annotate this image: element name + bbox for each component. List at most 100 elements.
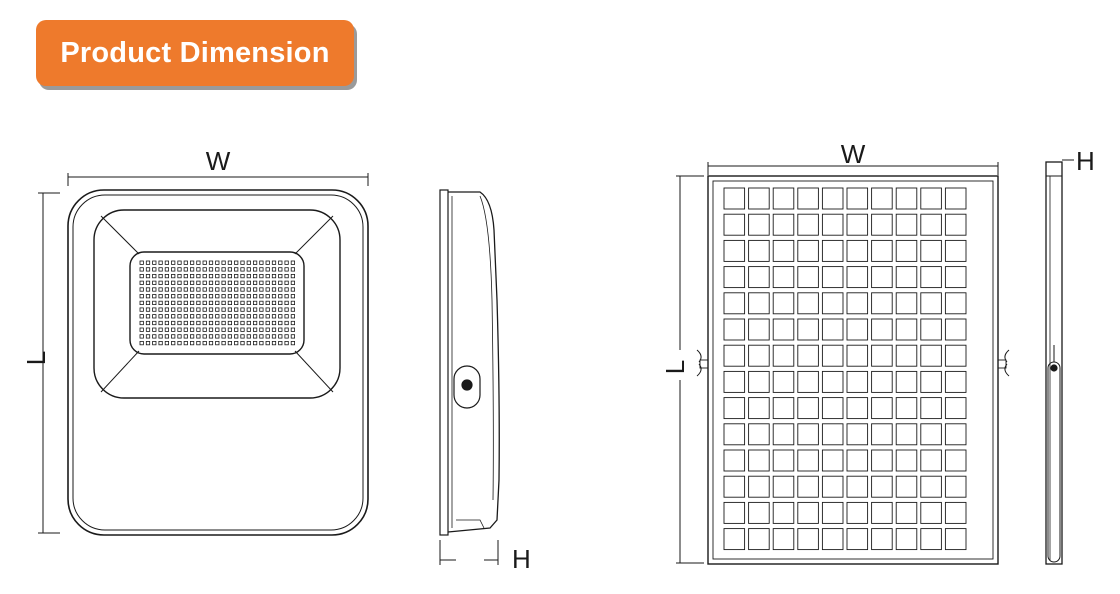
- led-chip: [215, 334, 220, 339]
- led-chip: [208, 314, 214, 319]
- led-chip: [164, 327, 169, 332]
- led-chip: [177, 300, 182, 306]
- led-chip: [208, 280, 214, 285]
- led-chip: [171, 300, 176, 306]
- led-chip: [278, 280, 283, 285]
- solar-cell: [846, 528, 869, 551]
- led-chip: [215, 340, 220, 346]
- solar-cell: [797, 213, 819, 236]
- led-chip: [145, 300, 151, 306]
- led-chip: [189, 280, 195, 285]
- led-chip: [240, 260, 245, 265]
- solar-cell: [748, 397, 770, 420]
- led-chip: [171, 340, 176, 346]
- led-chip: [221, 307, 226, 312]
- led-chip: [252, 300, 258, 306]
- led-chip: [196, 273, 201, 279]
- led-chip: [164, 294, 169, 299]
- led-chip: [183, 334, 188, 339]
- led-chip: [202, 327, 207, 332]
- solar-cell: [748, 213, 770, 236]
- solar-cell: [797, 501, 819, 524]
- solar-cell: [895, 344, 918, 367]
- solar-cell: [846, 397, 869, 420]
- led-chip: [234, 334, 239, 339]
- led-chip: [196, 307, 201, 312]
- solar-cell: [944, 370, 967, 393]
- led-chip: [240, 280, 245, 285]
- solar-cell: [920, 292, 942, 315]
- led-chip: [158, 334, 163, 339]
- led-chip: [252, 287, 258, 292]
- led-chip: [259, 314, 264, 319]
- led-chip: [271, 307, 277, 312]
- led-chip: [208, 267, 214, 272]
- led-chip: [139, 260, 144, 265]
- solar-cell: [920, 318, 942, 341]
- led-chip: [152, 294, 157, 299]
- led-chip: [145, 307, 151, 312]
- solar-cell: [748, 344, 770, 367]
- led-chip: [221, 267, 226, 272]
- led-chip: [221, 340, 226, 346]
- led-chip: [259, 267, 264, 272]
- led-chip: [215, 287, 220, 292]
- led-chip: [259, 260, 264, 265]
- solar-cell: [895, 370, 918, 393]
- led-chip: [215, 300, 220, 306]
- solar-cell: [797, 475, 819, 498]
- led-chip: [171, 260, 176, 265]
- led-chip: [252, 307, 258, 312]
- solar-cell: [944, 292, 967, 315]
- led-chip: [208, 307, 214, 312]
- led-chip: [208, 320, 214, 326]
- led-chip: [177, 294, 182, 299]
- led-chip: [139, 340, 144, 346]
- solar-cell: [846, 501, 869, 524]
- led-chip: [227, 314, 232, 319]
- solar-cell: [920, 187, 942, 210]
- solar-cell: [871, 344, 893, 367]
- solar-cell: [723, 501, 746, 524]
- led-chip: [284, 334, 289, 339]
- solar-cell-grid: [723, 187, 967, 551]
- solar-cell: [895, 239, 918, 262]
- led-chip: [259, 280, 264, 285]
- led-chip: [265, 260, 270, 265]
- solar-cell: [723, 239, 746, 262]
- solar-cell: [944, 213, 967, 236]
- solar-cell: [821, 318, 844, 341]
- solar-cell: [871, 213, 893, 236]
- led-chip: [152, 320, 157, 326]
- led-chip: [158, 260, 163, 265]
- led-chip: [177, 340, 182, 346]
- solar-cell: [821, 213, 844, 236]
- led-chip: [259, 334, 264, 339]
- solar-cell: [772, 397, 795, 420]
- led-chip: [221, 300, 226, 306]
- led-chip: [290, 287, 296, 292]
- led-chip: [196, 340, 201, 346]
- led-chip: [164, 334, 169, 339]
- led-chip: [284, 287, 289, 292]
- led-chip: [171, 307, 176, 312]
- led-chip: [189, 334, 195, 339]
- led-chip: [240, 294, 245, 299]
- led-chip: [271, 287, 277, 292]
- floodlight-side-view: [439, 189, 500, 565]
- led-chip: [234, 300, 239, 306]
- floodlight-front-view: [38, 173, 369, 536]
- mount-bolt-icon: [1050, 364, 1058, 372]
- led-chip: [139, 334, 144, 339]
- solar-cell: [846, 449, 869, 472]
- led-chip: [189, 267, 195, 272]
- solar-cell: [920, 239, 942, 262]
- led-chip: [221, 287, 226, 292]
- led-chip: [202, 314, 207, 319]
- led-chip: [240, 334, 245, 339]
- led-chip: [196, 267, 201, 272]
- solar-cell: [772, 266, 795, 289]
- led-chip: [252, 334, 258, 339]
- led-chip: [240, 267, 245, 272]
